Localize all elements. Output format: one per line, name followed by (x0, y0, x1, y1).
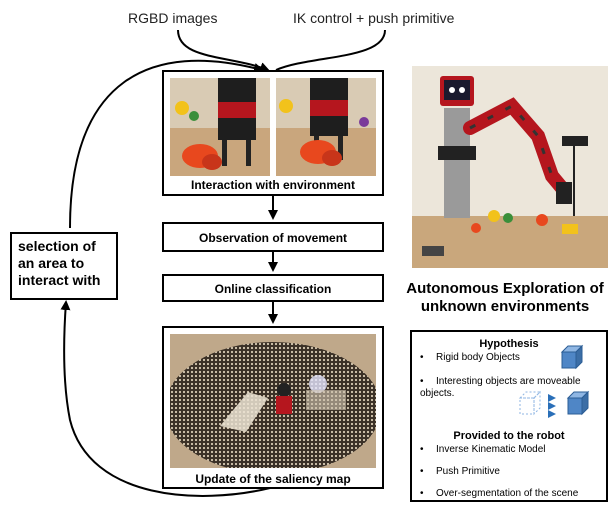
provided-item: • Inverse Kinematic Model (420, 444, 606, 456)
interaction-photo-before (170, 78, 270, 176)
classification-label: Online classification (214, 282, 332, 296)
interaction-photo-after (276, 78, 376, 176)
update-box: Update of the saliency map (162, 326, 384, 489)
bullet: • (420, 466, 424, 477)
observation-label: Observation of movement (198, 231, 348, 245)
robot-caption: Autonomous Exploration of unknown enviro… (406, 280, 604, 315)
loop-arrow-bottom (60, 300, 271, 497)
moving-cube-icon (518, 390, 590, 418)
bullet: • (420, 376, 424, 387)
hypothesis-item-text: Rigid body Objects (436, 352, 520, 363)
hypothesis-item: •Interesting objects are moveable object… (420, 376, 606, 400)
hypothesis-item-text: Interesting objects are moveable objects… (420, 376, 581, 399)
selection-box: selection of an area to interact with (10, 232, 118, 300)
provided-item-text: Inverse Kinematic Model (436, 444, 546, 455)
ik-control-label: IK control + push primitive (293, 10, 455, 26)
rgbd-arrow (177, 29, 270, 72)
bullet: • (420, 488, 424, 499)
ik-arrow (275, 29, 386, 71)
robot-scene (412, 66, 608, 268)
observation-box: Observation of movement (162, 222, 384, 252)
provided-item-text: Over-segmentation of the scene (436, 488, 579, 499)
provided-item: • Push Primitive (420, 466, 606, 478)
update-label: Update of the saliency map (195, 472, 351, 486)
saliency-map-scene (170, 334, 376, 468)
interaction-box: Interaction with environment (162, 70, 384, 196)
provided-item-text: Push Primitive (436, 466, 500, 477)
loop-arrow-top (69, 59, 264, 229)
provided-item: • Over-segmentation of the scene (420, 488, 606, 500)
cube-icon (560, 344, 584, 370)
interaction-scene-before (170, 78, 270, 176)
info-box: Hypothesis •Rigid body Objects •Interest… (410, 330, 608, 502)
bullet: • (420, 444, 424, 455)
hypothesis-item: • Rigid body Objects (420, 352, 560, 364)
interaction-label: Interaction with environment (190, 178, 355, 192)
classification-box: Online classification (162, 274, 384, 302)
rgbd-images-label: RGBD images (128, 10, 218, 26)
bullet: • (420, 352, 424, 363)
hypothesis-title: Hypothesis (479, 338, 539, 350)
interaction-scene-after (276, 78, 376, 176)
provided-title: Provided to the robot (453, 430, 565, 442)
saliency-map-image (170, 334, 376, 468)
robot-photo (412, 66, 608, 268)
